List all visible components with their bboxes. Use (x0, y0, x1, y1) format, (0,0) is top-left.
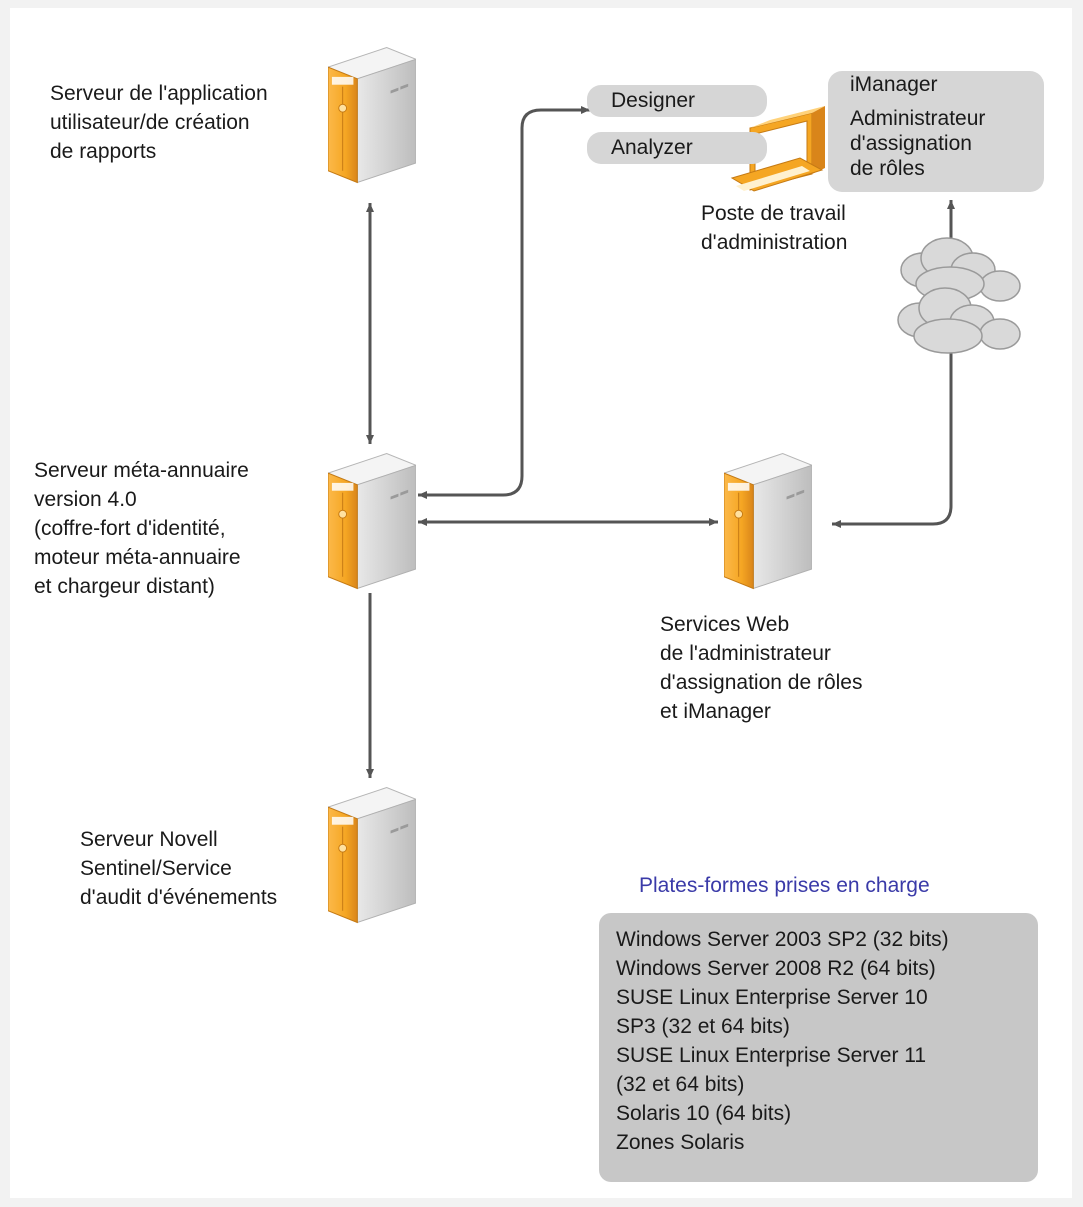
workstation-label: Poste de travail d'administration (701, 202, 848, 254)
sentinel-server-icon (328, 787, 416, 923)
workstation-icon (730, 106, 825, 192)
web-services-label: Services Web de l'administrateur d'assig… (660, 613, 863, 723)
platform-item: SUSE Linux Enterprise Server 10 SP3 (32 … (616, 986, 928, 1038)
web-services-server-icon (724, 453, 812, 589)
analyzer-tool: Analyzer (587, 132, 767, 164)
analyzer-label: Analyzer (611, 136, 693, 159)
sentinel-server-label: Serveur Novell Sentinel/Service d'audit … (80, 828, 278, 909)
diagram-canvas: Designer Analyzer iManager Administrateu… (10, 8, 1072, 1198)
diagram-drawing (328, 47, 1021, 923)
workstation-tools-panel (828, 71, 1044, 192)
platform-item: Solaris 10 (64 bits) (616, 1102, 792, 1125)
meta-directory-server-icon (328, 453, 416, 589)
meta-directory-server-label: Serveur méta-annuaire version 4.0 (coffr… (34, 459, 249, 598)
role-admin-label: Administrateur d'assignation de rôles (850, 107, 986, 180)
cloud-icon (897, 237, 1021, 354)
platforms-title: Plates-formes prises en charge (639, 874, 930, 897)
platform-item: SUSE Linux Enterprise Server 11 (32 et 6… (616, 1044, 927, 1096)
imanager-label: iManager (850, 73, 938, 96)
platform-item: Windows Server 2003 SP2 (32 bits) (616, 928, 949, 951)
app-server-icon (328, 47, 416, 183)
platform-item: Zones Solaris (616, 1131, 745, 1154)
platform-item: Windows Server 2008 R2 (64 bits) (616, 957, 936, 980)
app-server-label: Serveur de l'application utilisateur/de … (50, 82, 268, 163)
designer-tool: Designer (587, 85, 767, 117)
platforms-list: Windows Server 2003 SP2 (32 bits) Window… (599, 913, 1038, 1157)
designer-label: Designer (611, 89, 696, 112)
platforms-panel: Windows Server 2003 SP2 (32 bits) Window… (599, 913, 1038, 1182)
